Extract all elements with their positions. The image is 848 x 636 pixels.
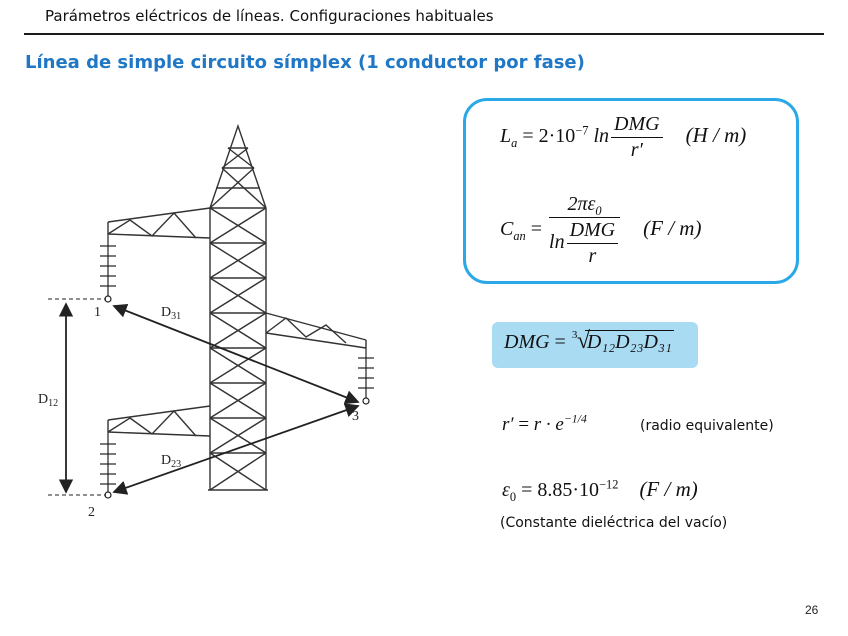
formula-dmg: DMG = 3√D₁₂D₂₃D₃₁	[504, 328, 674, 354]
page-number: 26	[805, 603, 819, 617]
dmg-box: DMG = 3√D₁₂D₂₃D₃₁	[492, 322, 698, 368]
distance-arrows	[58, 302, 360, 495]
label-d31: D31	[161, 305, 181, 322]
tower-structure	[107, 123, 367, 491]
label-d23: D23	[161, 453, 181, 470]
node-label-2: 2	[88, 505, 95, 520]
slide-title: Línea de simple circuito símplex (1 cond…	[25, 52, 585, 73]
formula-r-equivalent: r′ = r · e−1/4	[502, 412, 587, 435]
node-label-1: 1	[94, 305, 101, 320]
tower-diagram: D31 D23 D12 1 2 3	[38, 123, 374, 520]
header-rule	[24, 33, 824, 35]
note-constante-dielectrica: (Constante dieléctrica del vacío)	[500, 515, 728, 531]
label-d12: D12	[38, 392, 58, 409]
reference-dashes	[48, 298, 106, 496]
header-title: Parámetros eléctricos de líneas. Configu…	[45, 7, 494, 25]
formula-epsilon: ε0 = 8.85·10−12 (F / m)	[502, 477, 698, 504]
node-label-3: 3	[352, 409, 359, 424]
note-radio-equivalente: (radio equivalente)	[640, 418, 774, 434]
